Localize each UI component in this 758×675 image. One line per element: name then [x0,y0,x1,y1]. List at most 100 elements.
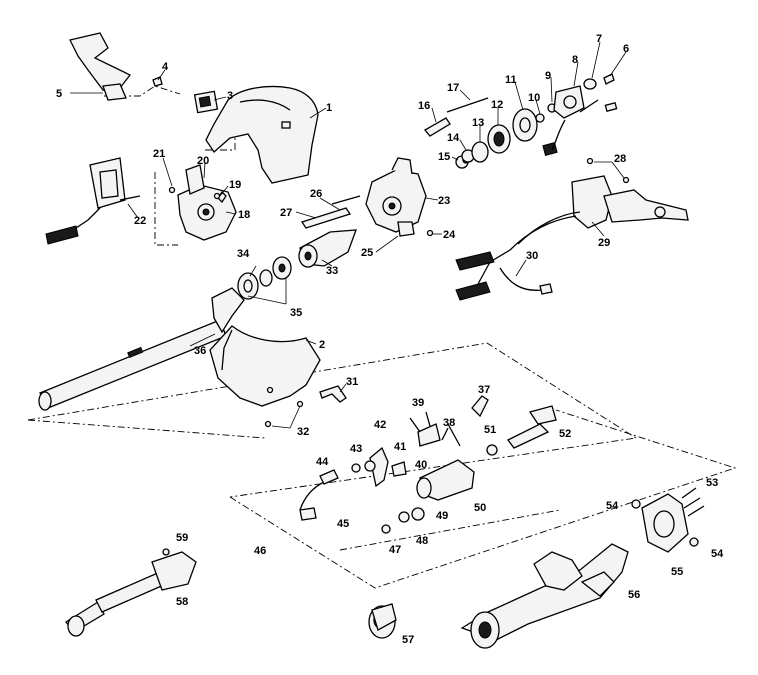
part-48 [398,511,410,523]
callout-37: 37 [478,384,490,396]
callout-48: 48 [416,535,428,547]
callout-35: 35 [290,307,302,319]
callout-34: 34 [237,248,250,260]
part-51 [486,444,498,456]
callout-39: 39 [412,397,424,409]
tilt-lever [69,32,132,101]
boundary-ignition-left [154,172,178,246]
callout-50: 50 [474,502,486,514]
callout-12: 12 [491,99,503,111]
callout-20: 20 [197,155,209,167]
callout-labels: 1 2 3 4 5 6 7 8 9 10 11 12 13 14 15 16 1… [56,33,724,646]
callout-6: 6 [623,43,629,55]
boundary-lower-left [27,419,266,439]
callout-31: 31 [346,376,358,388]
callout-28: 28 [614,153,626,165]
callout-8: 8 [572,54,578,66]
callout-21: 21 [153,148,165,160]
callout-15: 15 [438,151,450,163]
part-16-spring [424,117,451,137]
callout-41: 41 [394,441,406,453]
callout-49: 49 [436,510,448,522]
part-47 [381,524,391,534]
ignition-housing [177,164,237,241]
callout-25: 25 [361,247,373,259]
boundary-inner [339,509,561,551]
callout-3: 3 [227,90,233,102]
shaft-bearings [237,256,292,300]
callout-57: 57 [402,634,414,646]
callout-33: 33 [326,265,338,277]
callout-11: 11 [505,74,517,86]
part-49 [411,507,425,521]
callout-4: 4 [162,61,169,73]
part-57-bushing [368,603,397,639]
callout-22: 22 [134,215,146,227]
callout-45: 45 [337,518,349,530]
callout-18: 18 [238,209,250,221]
group-boundaries [27,85,737,589]
callout-40: 40 [415,459,427,471]
part-52 [507,423,550,449]
callout-44: 44 [316,456,329,468]
part-42 [369,446,389,488]
callout-17: 17 [447,82,459,94]
part-45-wire [299,481,325,511]
callout-32: 32 [297,426,309,438]
callout-38: 38 [443,417,455,429]
callout-16: 16 [418,100,430,112]
knob-parts [152,76,219,114]
column-jacket [460,543,629,649]
callout-24: 24 [443,229,456,241]
callout-56: 56 [628,589,640,601]
part-44 [351,463,361,473]
callout-58: 58 [176,596,188,608]
callout-54-right: 54 [711,548,724,560]
callout-14: 14 [447,132,460,144]
boundary-column-group [229,409,737,589]
part-17-pin [446,97,489,113]
callout-36: 36 [194,345,206,357]
fasteners [168,186,221,200]
callout-5: 5 [56,88,62,100]
column-flange [631,487,705,553]
callout-19: 19 [229,179,241,191]
key-sector-parts [298,195,361,268]
shift-actuator-group [299,395,557,534]
callout-52: 52 [559,428,571,440]
turn-signal-switch [455,157,689,301]
callout-26: 26 [310,188,322,200]
part-37 [471,395,489,418]
callout-27: 27 [280,207,292,219]
upper-shroud [205,85,319,184]
callout-leaders [70,41,627,429]
callout-42: 42 [374,419,386,431]
callout-13: 13 [472,117,484,129]
callout-54-left: 54 [606,500,619,512]
lower-shroud [209,325,321,428]
part-6-screw [603,73,615,85]
callout-43: 43 [350,443,362,455]
part-40 [417,423,441,447]
callout-47: 47 [389,544,401,556]
callout-1: 1 [326,102,332,114]
callout-55: 55 [671,566,683,578]
part-27-rod [300,207,352,229]
callout-53: 53 [706,477,718,489]
callout-59: 59 [176,532,188,544]
callout-23: 23 [438,195,450,207]
callout-46: 46 [254,545,266,557]
lock-housing [365,157,434,237]
callout-29: 29 [598,237,610,249]
lock-plate-stack [424,73,618,169]
part-7-washer [583,78,597,90]
part-10-ring [535,113,545,123]
part-41 [391,461,407,477]
part-11-plate [512,108,538,142]
callout-7: 7 [596,33,602,45]
part-31-clip [319,385,347,403]
callout-51: 51 [484,424,496,436]
callout-9: 9 [545,70,551,82]
